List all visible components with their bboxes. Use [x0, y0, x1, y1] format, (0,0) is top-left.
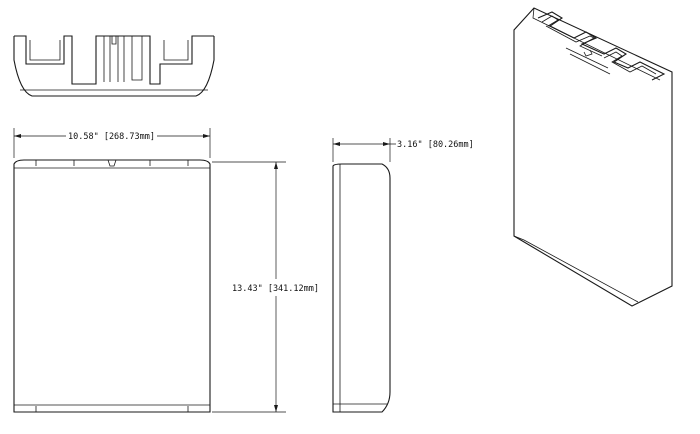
side-view	[332, 163, 391, 413]
height-dimension: 13.43" [341.12mm]	[212, 161, 319, 413]
width-dimension: 10.58" [268.73mm]	[13, 128, 211, 158]
height-dimension-label: 13.43" [341.12mm]	[232, 284, 319, 294]
depth-dimension-label: 3.16" [80.26mm]	[397, 140, 474, 150]
width-dimension-label: 10.58" [268.73mm]	[68, 132, 155, 142]
depth-dimension: 3.16" [80.26mm]	[332, 138, 474, 162]
top-view	[13, 35, 215, 97]
front-view	[13, 159, 211, 413]
isometric-view	[513, 7, 673, 307]
